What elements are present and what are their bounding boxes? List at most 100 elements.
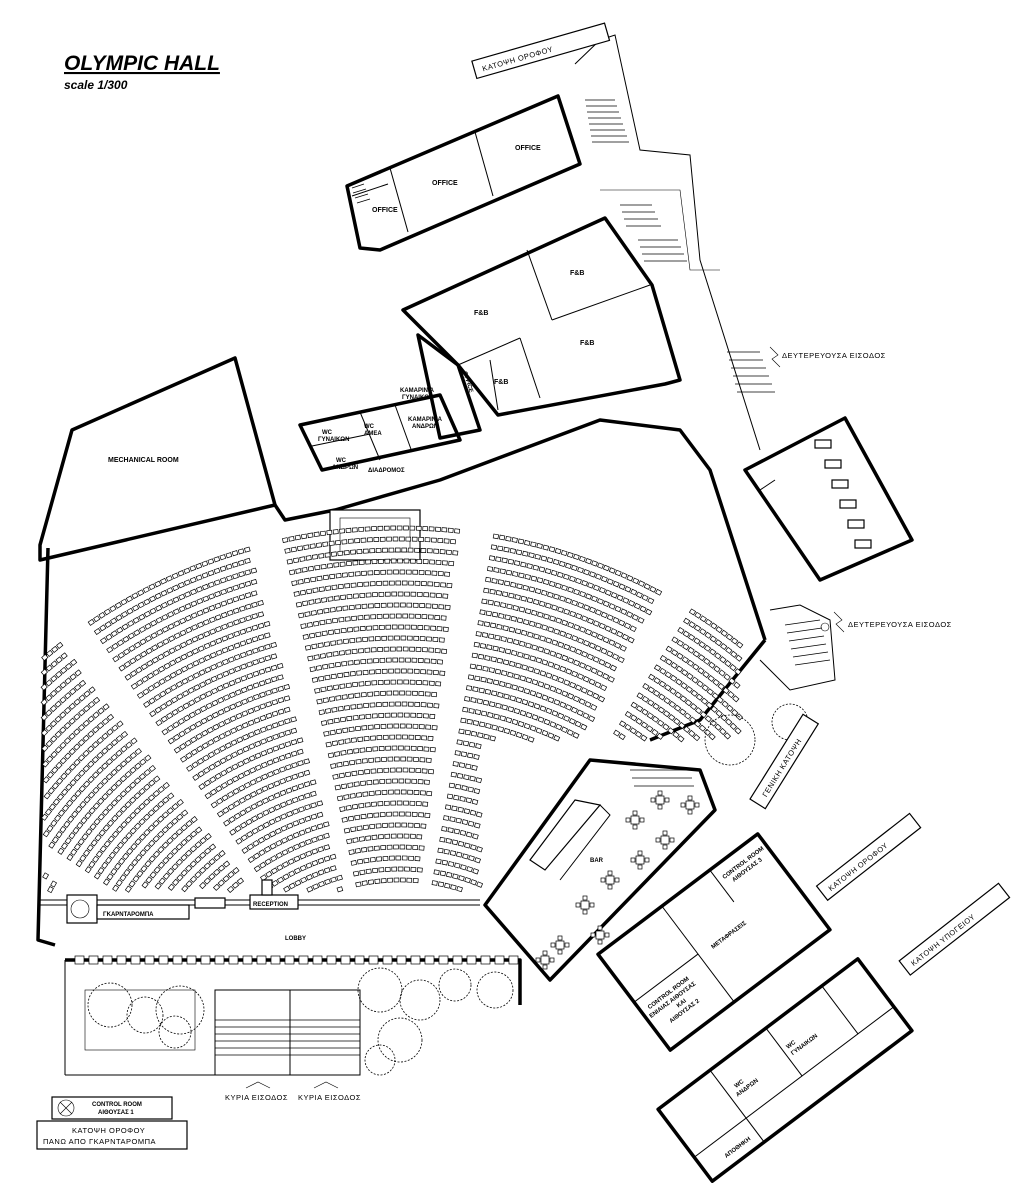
seat: [101, 792, 109, 801]
seat: [387, 723, 393, 729]
seat: [40, 683, 48, 691]
seat: [622, 597, 630, 604]
seat: [357, 615, 364, 621]
seat: [602, 673, 610, 680]
seat: [479, 609, 486, 615]
seat: [197, 770, 205, 778]
seat: [399, 811, 405, 817]
seat: [133, 777, 142, 785]
bar-chair: [637, 864, 643, 870]
bar-table: [605, 875, 615, 885]
seat: [520, 629, 528, 636]
seat: [534, 588, 542, 595]
seat: [205, 690, 213, 698]
seat: [418, 812, 425, 818]
seat: [371, 526, 377, 532]
seat: [299, 864, 307, 872]
seat: [637, 616, 645, 624]
seat: [145, 647, 153, 655]
seat: [382, 701, 389, 707]
seat: [224, 730, 232, 737]
seat: [234, 665, 242, 673]
seat: [587, 617, 594, 625]
seat: [472, 833, 479, 840]
railing-post: [116, 955, 127, 965]
seat: [351, 527, 358, 533]
seat: [519, 675, 527, 682]
seat: [182, 702, 190, 710]
seat: [713, 665, 721, 673]
seat: [406, 756, 413, 762]
seat: [618, 619, 626, 627]
seat: [357, 736, 364, 742]
seat: [183, 727, 192, 735]
seat: [68, 747, 76, 756]
seat: [671, 649, 679, 657]
seat: [366, 625, 373, 631]
seat: [422, 680, 429, 686]
seat: [195, 562, 203, 570]
seat: [604, 625, 612, 632]
seat: [329, 729, 336, 736]
seat: [714, 652, 722, 660]
seat: [87, 791, 96, 799]
seat: [40, 729, 49, 737]
seat: [182, 690, 190, 697]
bar-chair: [657, 804, 663, 810]
seat: [85, 828, 93, 836]
seat: [367, 724, 374, 730]
seat: [208, 873, 216, 881]
seat: [578, 698, 586, 705]
seat: [525, 642, 532, 649]
seat: [198, 866, 207, 874]
seat: [110, 630, 118, 638]
seat: [125, 831, 133, 840]
seat: [171, 817, 179, 825]
seat: [392, 536, 399, 542]
seat: [491, 724, 498, 731]
seat: [143, 700, 151, 708]
seat: [728, 677, 736, 685]
seat: [96, 722, 105, 730]
svg-text:ΑΙΘΟΥΣΑΣ 1: ΑΙΘΟΥΣΑΣ 1: [98, 1110, 134, 1116]
seat: [433, 548, 440, 554]
seat: [461, 819, 469, 826]
seat: [270, 676, 278, 683]
seat: [78, 785, 86, 793]
seat: [252, 659, 259, 666]
seat: [231, 881, 240, 889]
seat: [157, 845, 165, 854]
seat: [83, 796, 91, 804]
seat: [105, 773, 114, 781]
seat: [333, 684, 340, 690]
seat: [481, 598, 488, 605]
seat: [501, 591, 509, 598]
seat: [103, 608, 111, 616]
seat: [124, 885, 132, 893]
seat: [61, 788, 69, 796]
seat: [330, 640, 337, 646]
seat: [96, 751, 104, 759]
seat: [724, 660, 732, 668]
seat: [480, 710, 488, 717]
railing-post: [88, 955, 99, 965]
seat: [348, 849, 355, 855]
seat: [245, 818, 253, 826]
seat: [110, 867, 118, 876]
seat: [416, 834, 423, 840]
seat: [590, 667, 598, 675]
seat: [449, 850, 457, 857]
seat: [59, 757, 67, 765]
seat: [677, 627, 685, 634]
seat: [262, 809, 270, 817]
seat: [600, 575, 608, 583]
seat: [297, 578, 304, 585]
seat: [679, 695, 688, 703]
seat: [405, 690, 412, 696]
seat: [333, 717, 340, 724]
railing-post: [102, 955, 113, 965]
seat: [393, 723, 400, 729]
seat: [423, 625, 430, 631]
seat: [443, 538, 450, 544]
seat: [92, 711, 100, 719]
